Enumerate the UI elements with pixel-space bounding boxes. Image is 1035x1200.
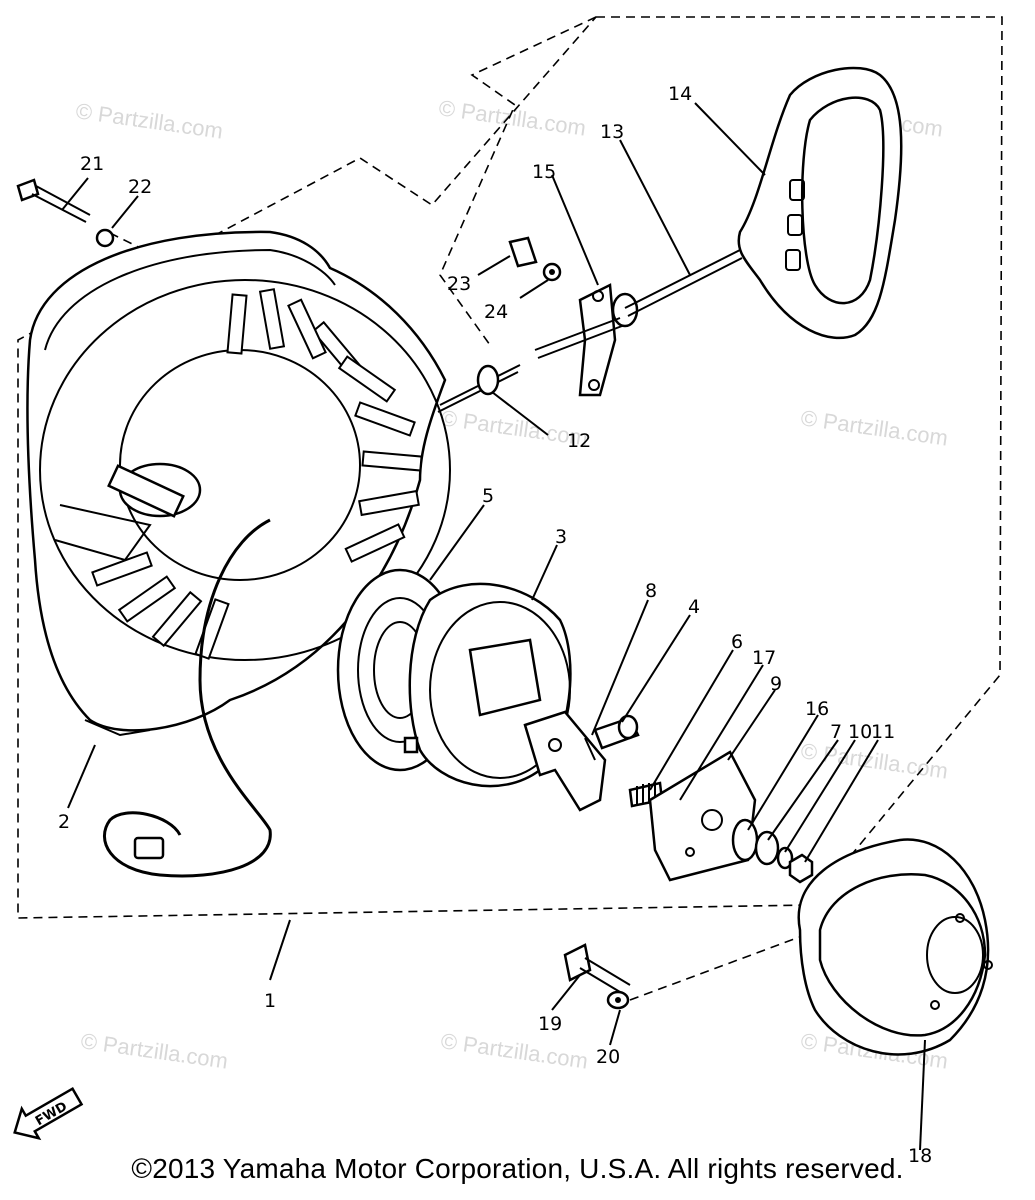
- callout-22: 22: [128, 176, 152, 198]
- callout-12: 12: [567, 430, 591, 452]
- fwd-arrow: FWD: [13, 1086, 84, 1141]
- starter-handle: [624, 66, 903, 340]
- callout-labels: 21 22 23 24 15 13 14 12 5 3 8 4 6 17 9 1…: [58, 83, 932, 1167]
- callout-15: 15: [532, 161, 556, 183]
- fan-fins: [91, 288, 423, 660]
- watermark: © Partzilla.com: [799, 405, 949, 450]
- callout-3: 3: [555, 526, 567, 548]
- callout-24: 24: [484, 301, 508, 323]
- mount-bolt: [563, 943, 631, 1010]
- callout-10: 10: [848, 721, 872, 743]
- drive-plate-stack: [628, 750, 814, 884]
- callout-17: 17: [752, 647, 776, 669]
- starter-assembly-diagram: © Partzilla.com © Partzilla.com © Partzi…: [13, 16, 1003, 1167]
- cable-bracket: [437, 283, 639, 413]
- watermark: © Partzilla.com: [79, 1028, 229, 1073]
- callout-11: 11: [871, 721, 895, 743]
- callout-8: 8: [645, 580, 657, 602]
- washer-leader: [629, 934, 806, 1001]
- callout-2: 2: [58, 811, 70, 833]
- callout-4: 4: [688, 596, 700, 618]
- callout-14: 14: [668, 83, 692, 105]
- fan-housing: [26, 230, 451, 878]
- starter-cup: [797, 838, 993, 1056]
- callout-19: 19: [538, 1013, 562, 1035]
- callout-21: 21: [80, 153, 104, 175]
- handle-subgroup-boundary: [439, 16, 597, 346]
- callout-7: 7: [830, 721, 842, 743]
- callout-23: 23: [447, 273, 471, 295]
- callout-1: 1: [264, 990, 276, 1012]
- watermark: © Partzilla.com: [437, 95, 587, 140]
- screw-and-washer: [508, 236, 562, 282]
- copyright-notice: ©2013 Yamaha Motor Corporation, U.S.A. A…: [131, 1153, 904, 1184]
- callout-9: 9: [770, 673, 782, 695]
- callout-5: 5: [482, 485, 494, 507]
- pawl-assembly: [523, 710, 640, 812]
- long-bolt: [16, 178, 115, 248]
- leader-lines: [61, 102, 926, 1151]
- callout-16: 16: [805, 698, 829, 720]
- watermark: © Partzilla.com: [439, 1028, 589, 1073]
- callout-13: 13: [600, 121, 624, 143]
- callout-18: 18: [908, 1145, 932, 1167]
- callout-6: 6: [731, 631, 743, 653]
- watermark: © Partzilla.com: [74, 98, 224, 143]
- callout-20: 20: [596, 1046, 620, 1068]
